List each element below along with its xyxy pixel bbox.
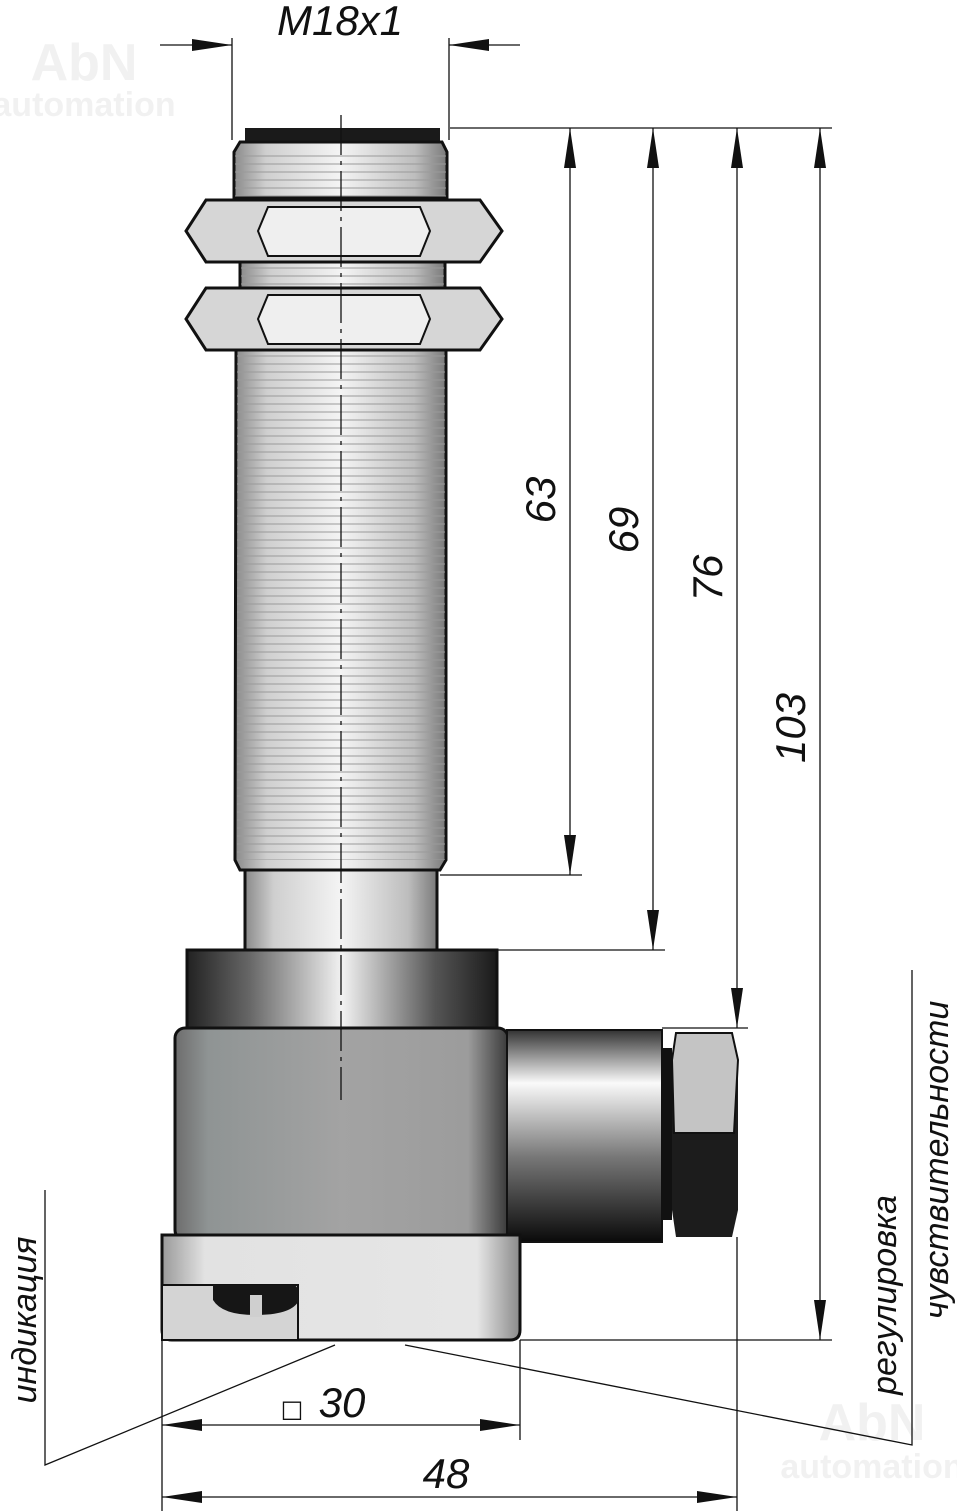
svg-text:индикация: индикация [6,1237,44,1404]
svg-text:AbN: AbN [31,34,138,92]
callout-indication: индикация [6,1190,336,1466]
dimension-48: 48 [162,1237,738,1511]
svg-text:automation: automation [0,86,176,124]
dimension-69: 69 [600,128,659,950]
dimension-30: □ 30 [161,1340,521,1511]
svg-text:48: 48 [423,1450,470,1497]
dimension-76: 76 [684,128,743,1028]
svg-text:чувствительности: чувствительности [918,1001,956,1320]
svg-text:регулировка: регулировка [866,1195,904,1396]
svg-text:30: 30 [319,1379,366,1426]
watermark-top-left: AbN automation [0,34,176,124]
svg-text:103: 103 [767,693,814,763]
svg-text:M18x1: M18x1 [277,0,403,44]
hex-nut-upper [184,198,504,264]
svg-text:63: 63 [517,477,564,524]
svg-text:automation: automation [780,1448,957,1486]
watermark-bottom-right: AbN automation [780,1394,957,1486]
hex-nut-lower [184,286,504,352]
svg-text:□: □ [281,1395,304,1423]
dimension-extension-lines [440,127,832,1341]
dimension-103: 103 [767,128,826,1340]
callout-sensitivity-adjust: регулировка чувствительности [404,970,956,1446]
sensor-body [160,115,740,1342]
dimension-thread: M18x1 [160,0,520,140]
svg-text:69: 69 [600,507,647,554]
indicator-window [161,1284,299,1341]
svg-text:76: 76 [684,554,731,601]
svg-text:AbN: AbN [819,1394,926,1452]
dimension-63: 63 [517,128,576,875]
